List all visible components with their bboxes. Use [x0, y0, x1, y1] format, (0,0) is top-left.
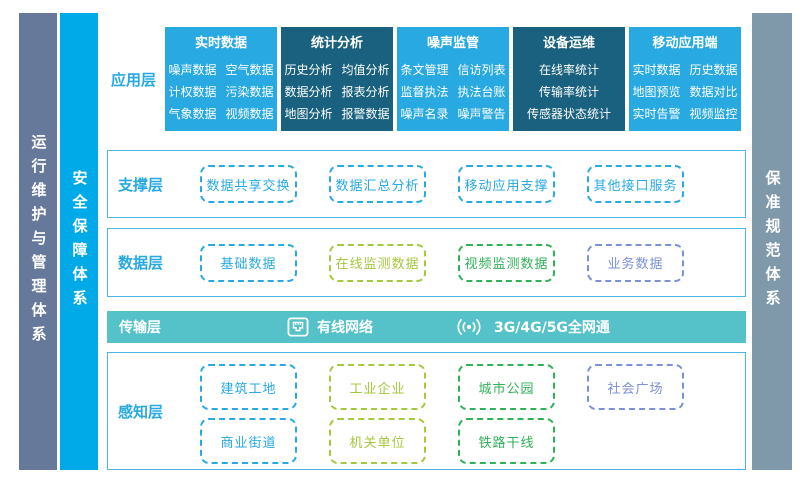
data-item-basic-data: 基础数据	[200, 243, 297, 282]
perception-item-public-square: 社会广场	[587, 364, 684, 410]
perception-item-government-unit: 机关单位	[329, 418, 426, 464]
perception-item-city-park: 城市公园	[458, 364, 555, 410]
app-item: 地图预览	[632, 84, 681, 99]
app-item: 实时告警	[632, 107, 681, 122]
perception-layer: 感知层 建筑工地 工业企业 城市公园 社会广场 商业街道 机关单位 铁路干线	[107, 352, 746, 470]
app-column-realtime-data: 实时数据 噪声数据空气数据 计权数据污染数据 气象数据视频数据	[165, 27, 277, 131]
pillar-operation-maintenance-label: 运行维护与管理体系	[29, 133, 48, 350]
support-item-data-sharing: 数据共享交换	[200, 165, 297, 203]
app-item: 历史分析	[284, 62, 333, 77]
app-item: 传输率统计	[538, 84, 599, 99]
wireless-signal-icon	[457, 319, 481, 335]
app-item: 空气数据	[225, 62, 274, 77]
data-item-online-monitoring: 在线监测数据	[329, 243, 426, 282]
app-item: 传感器状态统计	[526, 107, 611, 122]
app-column-title: 统计分析	[310, 36, 363, 51]
perception-item-commercial-street: 商业街道	[200, 418, 297, 464]
app-item: 均值分析	[341, 62, 390, 77]
app-column-title: 设备运维	[542, 36, 595, 51]
wireless-network-label: 3G/4G/5G全网通	[494, 320, 610, 336]
app-item: 信访列表	[457, 62, 506, 77]
app-column-title: 实时数据	[194, 36, 247, 51]
app-item: 监督执法	[400, 84, 449, 99]
data-layer: 数据层 基础数据 在线监测数据 视频监测数据 业务数据	[107, 228, 746, 297]
app-item: 视频数据	[225, 107, 274, 122]
transmission-layer-label: 传输层	[119, 320, 161, 336]
app-item: 执法台账	[457, 84, 506, 99]
wired-network-label: 有线网络	[317, 320, 373, 336]
pillar-standard-specification-label: 保准规范体系	[763, 169, 782, 314]
data-layer-label: 数据层	[118, 254, 164, 272]
app-column-equipment-ops: 设备运维 在线率统计 传输率统计 传感器状态统计	[513, 27, 625, 131]
perception-item-railway-trunk: 铁路干线	[458, 418, 555, 464]
support-item-other-interfaces: 其他接口服务	[587, 165, 684, 203]
app-item: 在线率统计	[538, 62, 599, 77]
support-item-mobile-support: 移动应用支撑	[458, 165, 555, 203]
application-layer-label-wrap: 应用层	[111, 27, 163, 131]
app-item: 地图分析	[284, 107, 333, 122]
app-item: 噪声名录	[400, 107, 449, 122]
application-layer-columns: 实时数据 噪声数据空气数据 计权数据污染数据 气象数据视频数据 统计分析 历史分…	[165, 27, 741, 131]
app-item: 数据分析	[284, 84, 333, 99]
app-item: 污染数据	[225, 84, 274, 99]
app-item: 报警数据	[341, 107, 390, 122]
app-item: 历史数据	[689, 62, 738, 77]
transmission-layer: 传输层 有线网络 3G/4G/5G全网通	[107, 311, 746, 343]
app-item: 噪声警告	[457, 107, 506, 122]
wireless-network-item: 3G/4G/5G全网通	[452, 311, 610, 343]
app-item: 数据对比	[689, 84, 738, 99]
perception-item-construction-site: 建筑工地	[200, 364, 297, 410]
app-column-mobile-app: 移动应用端 实时数据历史数据 地图预览数据对比 实时告警视频监控	[629, 27, 741, 131]
support-layer-label: 支撑层	[118, 175, 164, 194]
app-column-noise-supervision: 噪声监管 条文管理信访列表 监督执法执法台账 噪声名录噪声警告	[397, 27, 509, 131]
data-item-video-monitoring: 视频监测数据	[458, 243, 555, 282]
ethernet-port-icon	[287, 317, 309, 337]
app-item: 条文管理	[400, 62, 449, 77]
app-item: 报表分析	[341, 84, 390, 99]
pillar-operation-maintenance: 运行维护与管理体系	[19, 13, 57, 470]
perception-item-industrial-enterprise: 工业企业	[329, 364, 426, 410]
support-layer: 支撑层 数据共享交换 数据汇总分析 移动应用支撑 其他接口服务	[107, 150, 746, 218]
app-item: 气象数据	[168, 107, 217, 122]
perception-layer-label: 感知层	[118, 402, 164, 421]
app-column-title: 噪声监管	[426, 36, 479, 51]
wired-network-item: 有线网络	[287, 311, 373, 343]
support-item-data-aggregation: 数据汇总分析	[329, 165, 426, 203]
app-column-title: 移动应用端	[652, 36, 718, 51]
pillar-security-assurance: 安全保障体系	[60, 13, 98, 470]
pillar-standard-specification: 保准规范体系	[752, 13, 792, 470]
data-item-business-data: 业务数据	[587, 243, 684, 282]
app-column-statistical-analysis: 统计分析 历史分析均值分析 数据分析报表分析 地图分析报警数据	[281, 27, 393, 131]
application-layer-label: 应用层	[111, 70, 157, 89]
app-item: 噪声数据	[168, 62, 217, 77]
pillar-security-assurance-label: 安全保障体系	[70, 169, 89, 314]
app-item: 视频监控	[689, 107, 738, 122]
app-item: 实时数据	[632, 62, 681, 77]
app-item: 计权数据	[168, 84, 217, 99]
